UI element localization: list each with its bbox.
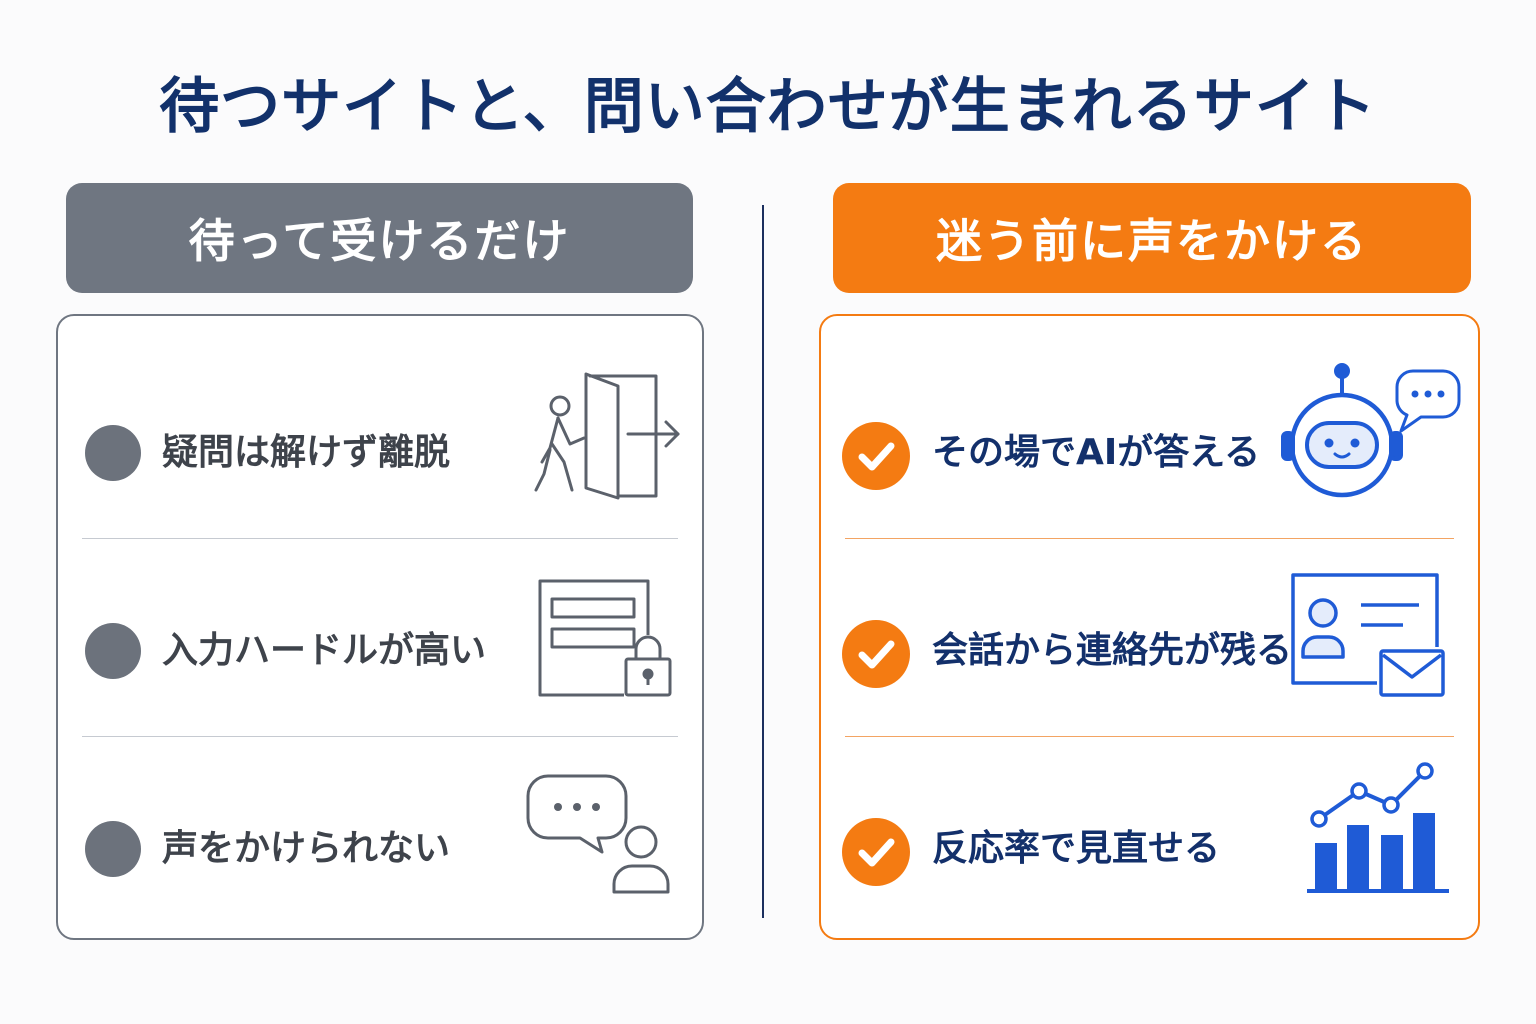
center-divider: [762, 205, 764, 918]
left-column-header: 待って受けるだけ: [66, 183, 693, 293]
bullet-dot: [85, 821, 141, 877]
list-item: 疑問は解けず離脱: [58, 341, 702, 539]
ai-robot-chat-icon: [1281, 363, 1461, 498]
right-column-header: 迷う前に声をかける: [833, 183, 1471, 293]
row-separator: [845, 538, 1454, 539]
check-icon: [842, 620, 910, 688]
row-separator: [845, 736, 1454, 737]
list-item: 会話から連絡先が残る: [821, 539, 1478, 737]
bar-line-chart-icon: [1307, 762, 1449, 893]
row-separator: [82, 538, 678, 539]
exit-door-icon: [534, 372, 680, 500]
locked-form-icon: [538, 579, 672, 697]
contact-card-mail-icon: [1291, 573, 1445, 697]
list-item: その場でAIが答える: [821, 341, 1478, 539]
list-item: 反応率で見直せる: [821, 737, 1478, 935]
item-label: 声をかけられない: [162, 828, 451, 869]
chat-bubble-person-icon: [526, 774, 670, 894]
bullet-dot: [85, 623, 141, 679]
item-label: 反応率で見直せる: [932, 828, 1221, 869]
list-item: 入力ハードルが高い: [58, 539, 702, 737]
item-label: 入力ハードルが高い: [162, 630, 487, 671]
page-title: 待つサイトと、問い合わせが生まれるサイト: [159, 72, 1377, 142]
item-label: その場でAIが答える: [932, 432, 1261, 473]
bullet-dot: [85, 425, 141, 481]
right-panel: その場でAIが答える 会話から連絡先が残る: [819, 314, 1480, 940]
row-separator: [82, 736, 678, 737]
left-panel: 疑問は解けず離脱 入力ハードルが高い 声をかけられない: [56, 314, 704, 940]
list-item: 声をかけられない: [58, 737, 702, 935]
item-label: 疑問は解けず離脱: [162, 432, 451, 473]
check-icon: [842, 422, 910, 490]
item-label: 会話から連絡先が残る: [932, 630, 1293, 671]
check-icon: [842, 818, 910, 886]
